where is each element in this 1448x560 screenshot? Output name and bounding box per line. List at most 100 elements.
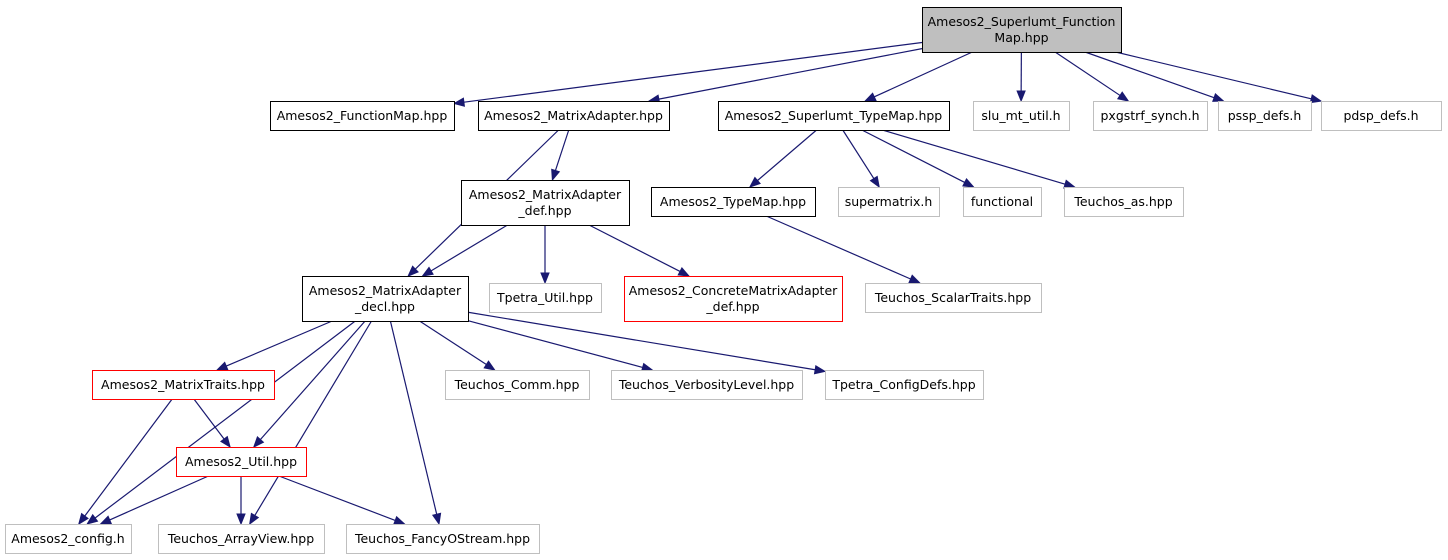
edge-line xyxy=(463,41,923,103)
edge-arrowhead xyxy=(1063,179,1076,189)
node-box xyxy=(92,370,275,400)
edge-arrowhead xyxy=(220,435,231,449)
node-label: Amesos2_MatrixAdapter.hpp xyxy=(484,108,663,123)
node-label: pdsp_defs.h xyxy=(1344,108,1419,123)
edge-line xyxy=(278,475,396,521)
edge-line xyxy=(254,320,373,516)
node-label: _def.hpp xyxy=(517,203,571,218)
node-configdefs: Tpetra_ConfigDefs.hpp xyxy=(825,370,984,400)
node-matrixtraits[interactable]: Amesos2_MatrixTraits.hpp xyxy=(92,370,275,400)
edge-matrixadapter_decl-to-util xyxy=(252,320,366,449)
node-box xyxy=(963,187,1042,217)
edge-root-to-superlumt_typemap xyxy=(863,51,973,102)
node-label: Amesos2_MatrixAdapter xyxy=(309,283,462,298)
edge-arrowhead xyxy=(452,97,465,107)
edge-root-to-matrixadapter xyxy=(647,48,923,104)
node-functional: functional xyxy=(963,187,1042,217)
edge-util-to-arrayview xyxy=(236,476,246,526)
node-concrete_def[interactable]: Amesos2_ConcreteMatrixAdapter_def.hpp xyxy=(624,276,843,322)
edge-line xyxy=(874,51,973,98)
node-box xyxy=(1218,101,1312,131)
node-matrixadapter_decl[interactable]: Amesos2_MatrixAdapter_decl.hpp xyxy=(302,276,469,322)
edge-line xyxy=(226,320,333,367)
edge-matrixadapter_decl-to-fancyostream xyxy=(389,320,442,526)
edge-superlumt_typemap-to-teuchos_as xyxy=(882,129,1076,189)
node-label: Amesos2_ConcreteMatrixAdapter xyxy=(629,283,838,298)
node-util[interactable]: Amesos2_Util.hpp xyxy=(176,447,307,477)
edge-superlumt_typemap-to-typemap xyxy=(748,129,817,188)
edge-matrixtraits-to-util xyxy=(193,398,231,449)
node-slu_mt_util: slu_mt_util.h xyxy=(973,101,1070,131)
edge-line xyxy=(419,320,487,366)
edge-line xyxy=(1115,51,1312,100)
node-box xyxy=(973,101,1070,131)
node-label: Amesos2_Superlumt_Function xyxy=(928,14,1116,29)
node-scalartraits: Teuchos_ScalarTraits.hpp xyxy=(865,283,1042,313)
edge-line xyxy=(259,320,366,440)
node-box xyxy=(478,101,670,131)
node-functionmap[interactable]: Amesos2_FunctionMap.hpp xyxy=(270,101,455,131)
node-box xyxy=(838,187,940,217)
edge-arrowhead xyxy=(99,515,113,525)
edge-arrowhead xyxy=(1016,90,1026,103)
edge-line xyxy=(430,224,508,272)
edge-arrowhead xyxy=(249,512,260,526)
edge-util-to-config xyxy=(99,475,209,525)
edge-arrowhead xyxy=(813,364,827,375)
edge-arrowhead xyxy=(215,361,229,371)
node-box xyxy=(176,447,307,477)
node-label: Amesos2_config.h xyxy=(11,531,124,546)
edge-line xyxy=(1084,51,1215,99)
node-superlumt_typemap[interactable]: Amesos2_Superlumt_TypeMap.hpp xyxy=(718,101,950,131)
edge-arrowhead xyxy=(869,175,880,189)
edge-line xyxy=(588,224,681,272)
edge-arrowhead xyxy=(252,436,265,449)
edge-matrixadapter_decl-to-configdefs xyxy=(467,311,827,375)
edge-matrixadapter_def-to-matrixadapter_decl xyxy=(421,224,508,277)
edge-arrowhead xyxy=(421,266,434,277)
edge-arrowhead xyxy=(677,267,691,277)
node-label: Teuchos_VerbosityLevel.hpp xyxy=(618,377,794,392)
node-box xyxy=(5,524,132,554)
edge-matrixadapter_decl-to-verbosity xyxy=(467,320,654,372)
node-verbosity: Teuchos_VerbosityLevel.hpp xyxy=(611,370,803,400)
node-label: Amesos2_Superlumt_TypeMap.hpp xyxy=(725,108,943,123)
node-matrixadapter[interactable]: Amesos2_MatrixAdapter.hpp xyxy=(478,101,670,131)
edge-line xyxy=(1054,51,1121,96)
node-label: Teuchos_FancyOStream.hpp xyxy=(354,531,530,546)
edge-matrixtraits-to-config xyxy=(77,398,173,526)
edge-root-to-pdsp_defs xyxy=(1115,51,1323,104)
edge-line xyxy=(757,129,817,181)
node-pxgstrf_synch: pxgstrf_synch.h xyxy=(1093,101,1208,131)
edge-arrowhead xyxy=(393,515,406,525)
edge-matrixadapter_decl-to-arrayview xyxy=(249,320,373,526)
edge-line xyxy=(765,215,911,280)
edge-arrowhead xyxy=(748,176,761,188)
edge-arrowhead xyxy=(1309,94,1323,104)
node-label: Teuchos_ScalarTraits.hpp xyxy=(874,290,1031,305)
edge-superlumt_typemap-to-functional xyxy=(861,129,975,188)
node-label: Amesos2_MatrixTraits.hpp xyxy=(101,377,265,392)
edge-line xyxy=(467,311,816,371)
edge-matrixadapter_def-to-concrete_def xyxy=(588,224,691,277)
edge-line xyxy=(84,398,173,517)
edge-line xyxy=(554,129,570,171)
node-matrixadapter_def[interactable]: Amesos2_MatrixAdapter_def.hpp xyxy=(461,180,630,226)
node-fancyostream: Teuchos_FancyOStream.hpp xyxy=(346,524,540,554)
node-box xyxy=(922,7,1122,53)
node-box xyxy=(445,370,590,400)
node-label: pxgstrf_synch.h xyxy=(1101,108,1200,123)
node-typemap[interactable]: Amesos2_TypeMap.hpp xyxy=(651,187,816,217)
edge-line xyxy=(882,129,1066,185)
node-pssp_defs: pssp_defs.h xyxy=(1218,101,1312,131)
node-label: supermatrix.h xyxy=(845,194,933,209)
node-root[interactable]: Amesos2_Superlumt_FunctionMap.hpp xyxy=(922,7,1122,53)
edge-superlumt_typemap-to-supermatrix xyxy=(842,129,880,189)
node-label: _decl.hpp xyxy=(354,299,415,314)
edge-line xyxy=(94,320,356,519)
edge-arrowhead xyxy=(77,512,89,526)
node-box xyxy=(624,276,843,322)
edge-line xyxy=(861,129,965,183)
edge-arrowhead xyxy=(1116,91,1130,102)
